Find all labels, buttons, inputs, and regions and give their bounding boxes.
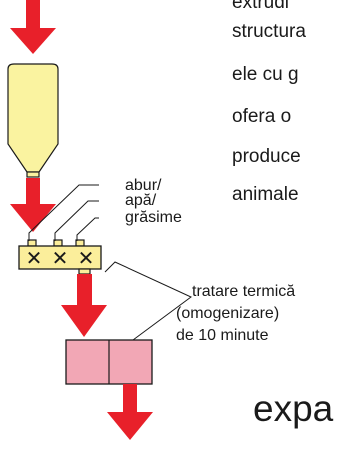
input-label-water: apă/ [125, 192, 157, 209]
treatment-label-line-3: de 10 minute [176, 327, 269, 344]
paragraph-line-6: animale [232, 184, 299, 205]
treatment-leader-line [104, 261, 192, 341]
input-label-fat: grăsime [125, 209, 182, 226]
mixer-to-conditioner-arrow [61, 274, 107, 337]
mixer-mark-3: ✕ [78, 246, 95, 270]
hopper-to-mixer-arrow [10, 178, 56, 232]
section-title: expa [253, 388, 334, 429]
paragraph-line-1: extrudi [232, 0, 290, 13]
input-leader-lines [28, 184, 99, 241]
treatment-label-line-2: (omogenizare) [176, 305, 280, 322]
paragraph-line-5: produce [232, 146, 301, 167]
input-label-steam: abur/ [125, 177, 162, 194]
mixer-mark-2: ✕ [52, 246, 69, 270]
exit-arrow [107, 384, 153, 440]
treatment-label-line-1: tratare termică [192, 283, 296, 300]
conditioner [65, 339, 153, 385]
mixer: ✕ ✕ ✕ [18, 239, 102, 275]
feed-arrow [10, 0, 56, 54]
paragraph-line-4: ofera o [232, 106, 292, 127]
paragraph-line-3: ele cu g [232, 64, 299, 85]
mixer-mark-1: ✕ [26, 246, 43, 270]
paragraph-line-2: structura [232, 21, 306, 42]
hopper [7, 63, 59, 178]
